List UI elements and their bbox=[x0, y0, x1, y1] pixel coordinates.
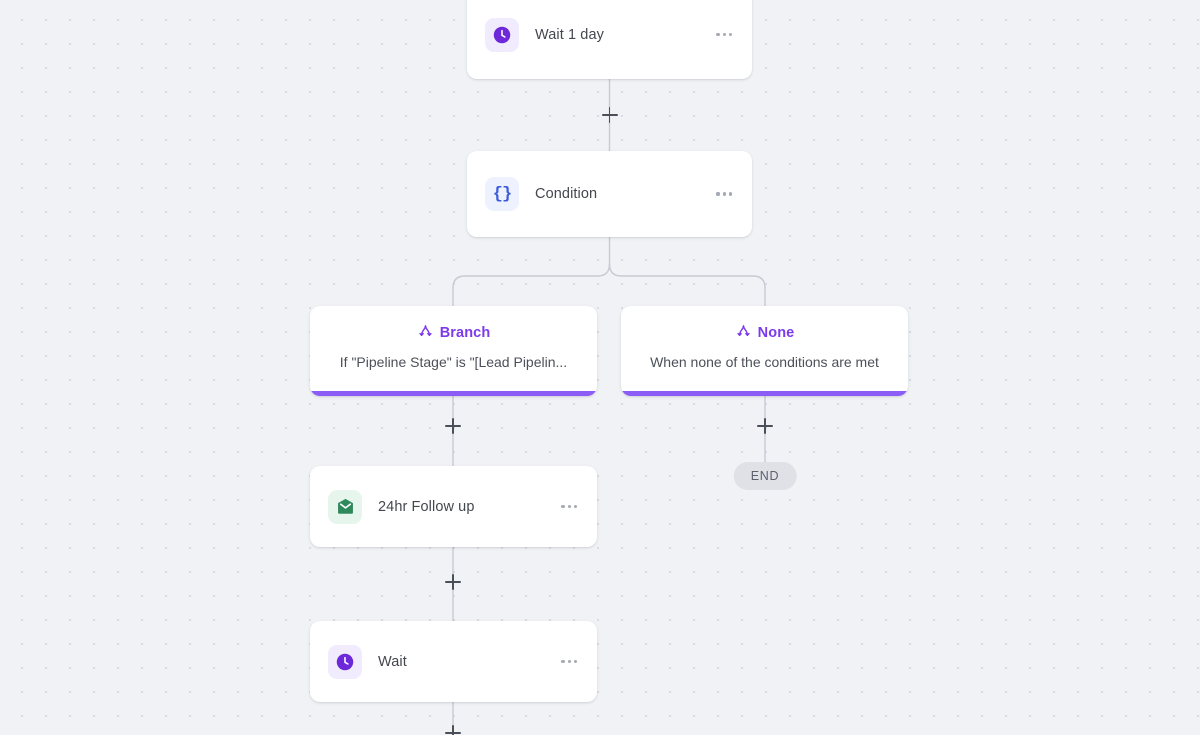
node-24hr-follow-up[interactable]: 24hr Follow up bbox=[310, 466, 597, 547]
more-options-icon[interactable] bbox=[714, 27, 734, 42]
node-label: 24hr Follow up bbox=[378, 498, 475, 515]
branch-fork-icon bbox=[735, 322, 752, 344]
branch-description: When none of the conditions are met bbox=[650, 354, 879, 370]
node-wait[interactable]: Wait bbox=[310, 621, 597, 702]
add-step-button-after-none[interactable] bbox=[755, 416, 775, 436]
branch-header: Branch bbox=[310, 322, 597, 344]
more-options-icon[interactable] bbox=[559, 654, 579, 669]
end-badge[interactable]: END bbox=[733, 462, 797, 490]
branch-node-branch[interactable]: Branch If "Pipeline Stage" is "[Lead Pip… bbox=[310, 306, 597, 396]
add-step-button-after-wait[interactable] bbox=[443, 723, 463, 735]
add-step-button-after-wait-1-day[interactable] bbox=[600, 105, 620, 125]
node-label: Condition bbox=[535, 186, 598, 202]
node-label: Wait 1 day bbox=[535, 26, 604, 43]
braces-glyph: {} bbox=[492, 184, 512, 204]
clock-icon bbox=[485, 17, 519, 52]
envelope-icon bbox=[328, 489, 362, 524]
node-condition[interactable]: {} Condition bbox=[467, 151, 752, 237]
branch-title: Branch bbox=[439, 325, 491, 341]
more-options-icon[interactable] bbox=[559, 499, 579, 514]
node-wait-1-day[interactable]: Wait 1 day bbox=[467, 0, 752, 79]
add-step-button-after-follow-up[interactable] bbox=[443, 572, 463, 592]
branch-description: If "Pipeline Stage" is "[Lead Pipelin... bbox=[339, 354, 568, 370]
more-options-icon[interactable] bbox=[714, 186, 734, 201]
branch-title: None bbox=[757, 325, 795, 341]
clock-icon bbox=[328, 644, 362, 679]
branch-fork-icon bbox=[417, 322, 434, 344]
braces-icon: {} bbox=[485, 177, 519, 211]
add-step-button-after-branch[interactable] bbox=[443, 416, 463, 436]
branch-node-none[interactable]: None When none of the conditions are met bbox=[621, 306, 908, 396]
branch-header: None bbox=[621, 322, 908, 344]
node-label: Wait bbox=[378, 653, 407, 670]
